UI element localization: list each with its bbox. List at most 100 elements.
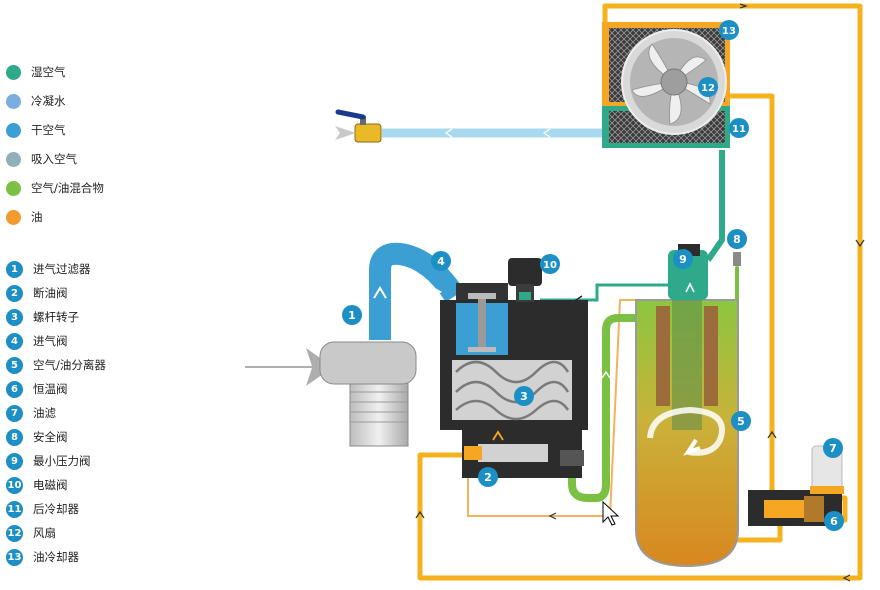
legend-part-label: 恒温阀 bbox=[33, 382, 68, 396]
rotor-chamber bbox=[452, 360, 572, 420]
flow-arrow-icon bbox=[542, 128, 551, 138]
flow-arrow-icon bbox=[444, 128, 453, 138]
screw-compressor bbox=[440, 283, 588, 478]
legend-part-5: 5 空气/油分离器 bbox=[6, 356, 106, 374]
badge-1: 1 bbox=[342, 305, 362, 325]
oil-filter-base bbox=[810, 486, 844, 494]
intake-air-swatch bbox=[6, 151, 21, 167]
thermostatic-valve-passage bbox=[764, 500, 804, 518]
badge-11: 11 bbox=[729, 118, 749, 138]
air-oil-mix-pipe bbox=[544, 314, 644, 502]
dry-air-swatch bbox=[6, 122, 21, 138]
part-number-badge: 11 bbox=[6, 500, 23, 518]
flow-arrow-icon bbox=[767, 430, 777, 439]
part-number-badge: 4 bbox=[6, 332, 23, 350]
badge-13: 13 bbox=[719, 20, 739, 40]
legend-part-label: 空气/油分离器 bbox=[33, 358, 106, 372]
legend-part-label: 油冷却器 bbox=[33, 550, 79, 564]
badge-5: 5 bbox=[731, 411, 751, 431]
legend-part-label: 油滤 bbox=[33, 406, 56, 420]
badge-9: 9 bbox=[673, 249, 693, 269]
flow-arrow-icon bbox=[415, 510, 425, 519]
badge-10-label: 10 bbox=[543, 260, 557, 271]
legend-flow-air-oil-mix: 空气/油混合物 bbox=[6, 179, 104, 197]
legend-part-2: 2 断油阀 bbox=[6, 284, 68, 302]
wet-air-circuit bbox=[705, 150, 725, 262]
badge-6: 6 bbox=[824, 511, 844, 531]
legend-flow-intake-air: 吸入空气 bbox=[6, 150, 77, 168]
dry-air-exit-arrow-icon bbox=[335, 126, 356, 140]
flow-arrow-icon bbox=[373, 286, 387, 299]
inlet-valve-stem bbox=[478, 298, 486, 350]
part-number-badge: 7 bbox=[6, 404, 23, 422]
badge-10: 10 bbox=[540, 254, 560, 274]
solenoid-coil bbox=[508, 258, 542, 286]
flow-arrow-icon bbox=[492, 430, 504, 441]
inlet-valve-disc bbox=[468, 347, 496, 352]
wet-air-to-aftercooler bbox=[705, 150, 725, 262]
swirl-arrow-head-icon bbox=[683, 438, 701, 456]
part-number-badge: 2 bbox=[6, 284, 23, 302]
flow-arrow-icon bbox=[685, 282, 695, 293]
air-oil-mix-swatch bbox=[6, 180, 21, 196]
intake-filter bbox=[319, 341, 417, 447]
mouse-cursor-icon bbox=[602, 500, 620, 526]
part-number-badge: 8 bbox=[6, 428, 23, 446]
badge-3-label: 3 bbox=[520, 390, 528, 403]
badge-12: 12 bbox=[698, 77, 718, 97]
wet-air-swatch bbox=[6, 64, 21, 80]
thermostatic-valve-and-filter bbox=[748, 445, 844, 526]
oil-flow-arrows bbox=[415, 3, 865, 582]
legend-flow-label: 吸入空气 bbox=[31, 152, 77, 166]
inlet-valve-top bbox=[468, 293, 496, 299]
legend-flow-dry-air: 干空气 bbox=[6, 121, 66, 139]
filter-head bbox=[319, 341, 417, 385]
badge-2-label: 2 bbox=[484, 471, 492, 484]
filter-ribs bbox=[350, 391, 408, 423]
separator-element-left bbox=[656, 306, 670, 406]
badge-11-label: 11 bbox=[732, 124, 746, 135]
flow-arrow-icon bbox=[842, 574, 851, 582]
badge-9-label: 9 bbox=[679, 253, 687, 266]
badge-8-label: 8 bbox=[733, 233, 741, 246]
fan-hub bbox=[660, 68, 688, 96]
badge-4: 4 bbox=[431, 251, 451, 271]
safety-valve bbox=[733, 252, 741, 266]
legend-part-label: 断油阀 bbox=[33, 286, 68, 300]
separator-element-right bbox=[704, 306, 718, 406]
solenoid-valve bbox=[508, 258, 542, 302]
legend-part-label: 进气阀 bbox=[33, 334, 68, 348]
flow-arrow-icon bbox=[425, 283, 443, 299]
part-number-badge: 3 bbox=[6, 308, 23, 326]
part-number-badge: 6 bbox=[6, 380, 23, 398]
legend-flow-label: 湿空气 bbox=[31, 65, 66, 79]
solenoid-port bbox=[519, 292, 531, 300]
valve-handle bbox=[335, 109, 366, 120]
part-number-badge: 9 bbox=[6, 452, 23, 470]
filter-housing bbox=[349, 379, 409, 447]
badge-7: 7 bbox=[823, 438, 843, 458]
flow-arrow-icon bbox=[739, 3, 748, 9]
air-oil-mix-circuit bbox=[544, 266, 739, 502]
badge-12-label: 12 bbox=[701, 83, 715, 94]
flow-arrow-icon bbox=[601, 370, 611, 379]
oil-stop-valve-chamber bbox=[478, 444, 548, 462]
legend-part-label: 风扇 bbox=[33, 526, 56, 540]
swirl-arrow-icon bbox=[647, 406, 725, 456]
oil-outlet-line bbox=[735, 520, 783, 543]
part-number-badge: 5 bbox=[6, 356, 23, 374]
discharge-check-valve bbox=[560, 450, 584, 466]
legend-part-4: 4 进气阀 bbox=[6, 332, 68, 350]
badge-7-label: 7 bbox=[829, 442, 837, 455]
legend-flow-wet-air: 湿空气 bbox=[6, 63, 66, 81]
condensate-swatch bbox=[6, 93, 21, 109]
part-number-badge: 10 bbox=[6, 476, 23, 494]
intake-air-arrow-icon bbox=[245, 348, 333, 386]
